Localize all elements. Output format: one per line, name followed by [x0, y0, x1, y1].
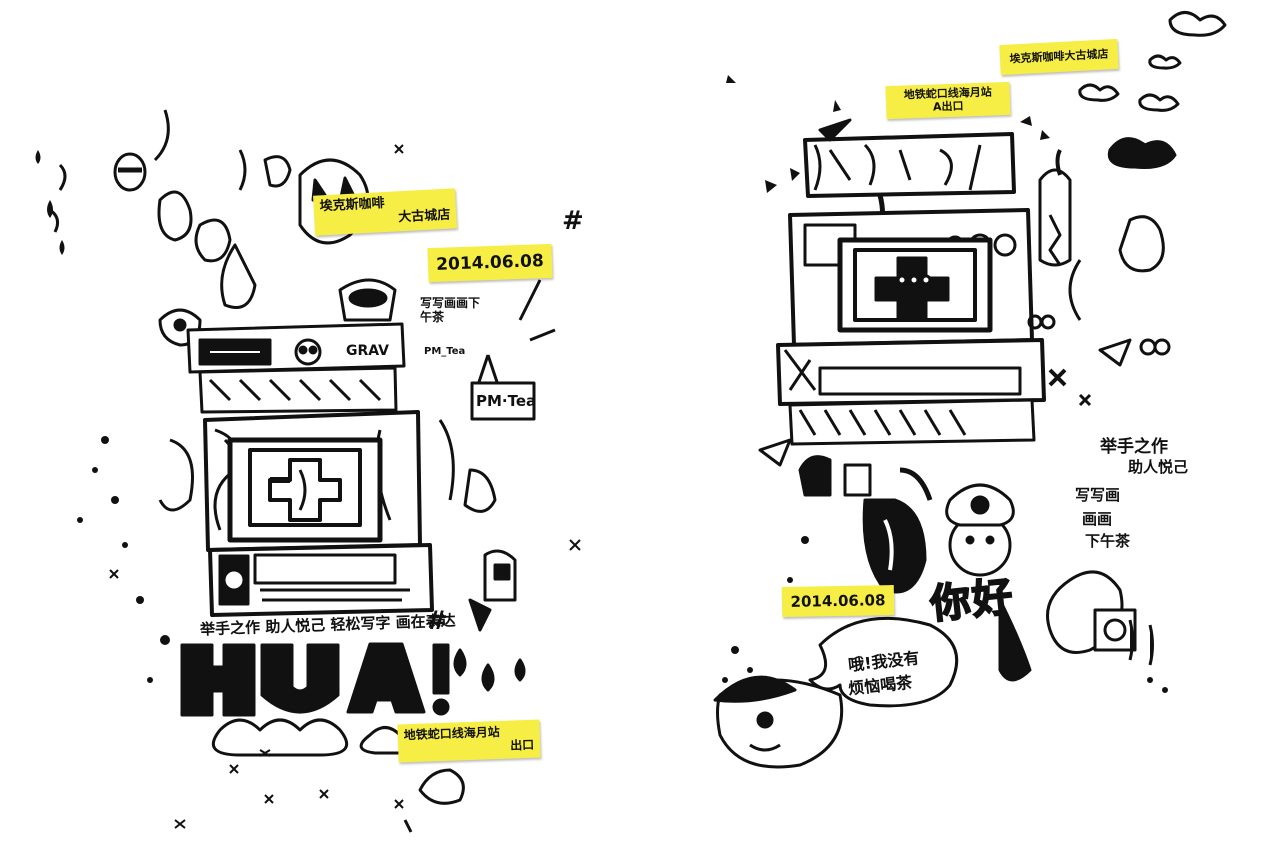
right-big-word: 你好	[927, 573, 1017, 630]
right-slogan-line-1: 举手之作	[1100, 437, 1168, 457]
left-pm-tea-box-text: PM_Tea	[424, 346, 466, 357]
right-date-text: 2014.06.08	[790, 591, 886, 611]
right-store-text: 埃克斯咖啡大古城店	[1009, 47, 1109, 66]
right-date-sticky-note: 2014.06.08	[781, 585, 895, 617]
left-store-sticky-note: 埃克斯咖啡 大古城店	[313, 188, 457, 236]
right-side-text-3: 下午茶	[1085, 532, 1131, 550]
left-date-text: 2014.06.08	[435, 251, 545, 275]
right-poster-drawing	[713, 11, 1227, 769]
left-cup-text: 写写画画下午茶	[420, 296, 481, 324]
right-store-sticky-note: 埃克斯咖啡大古城店	[999, 38, 1119, 76]
left-graf-text: GRAV	[346, 343, 389, 359]
left-date-sticky-note: 2014.06.08	[427, 243, 553, 283]
left-hash-symbol: #	[562, 206, 584, 236]
right-side-text-1: 写写画	[1075, 486, 1121, 504]
left-pm-tea-sign-text: PM·Tea	[476, 392, 537, 410]
right-metro-sticky-note: 地铁蛇口线海月站 A出口	[885, 81, 1011, 120]
left-poster-drawing	[35, 109, 581, 833]
right-slogan-line-2: 助人悦己	[1128, 458, 1189, 476]
left-hash-symbol-lower: #	[426, 606, 448, 636]
right-side-text-2: 画画	[1082, 510, 1113, 528]
left-metro-sticky-note: 地铁蛇口线海月站 出口	[397, 719, 541, 763]
